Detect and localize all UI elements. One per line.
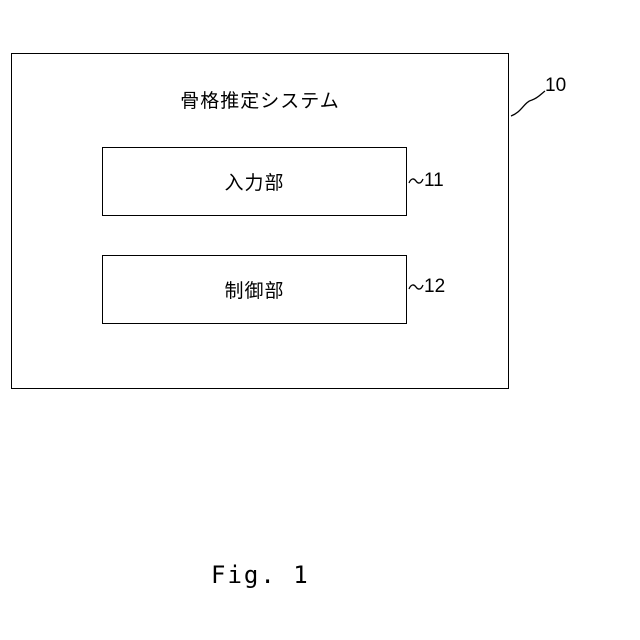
control-unit-box: 制御部 [102,255,407,324]
input-unit-label: 入力部 [224,168,284,195]
system-title: 骨格推定システム [12,86,508,113]
figure-caption: Fig. 1 [211,561,310,589]
ref-number-input-unit: 11 [424,170,444,192]
ref-number-system: 10 [545,75,566,97]
skeleton-estimation-system-box: 骨格推定システム 入力部 制御部 [11,53,509,389]
ref-number-control-unit: 12 [424,276,445,298]
input-unit-box: 入力部 [102,147,407,216]
control-unit-label: 制御部 [224,276,284,303]
leader-line-system [511,91,545,116]
